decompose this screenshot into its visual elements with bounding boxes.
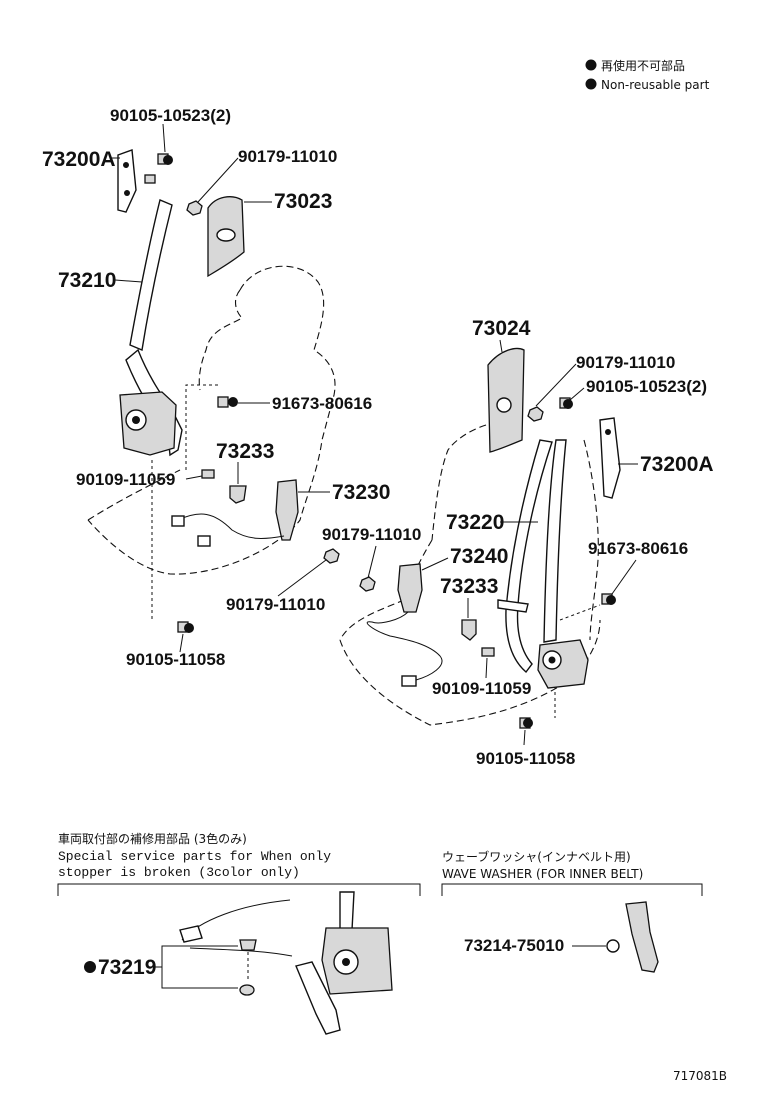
belt-webbing-lower-right [505, 439, 553, 674]
buckle-left [275, 479, 299, 541]
service-line1: Special service parts for When only [58, 849, 331, 864]
label-90179-11010-low-right: 90179-11010 [322, 525, 421, 544]
left-seat-outline [87, 265, 336, 620]
stopper-right [461, 619, 477, 641]
label-73233-right: 73233 [440, 575, 498, 598]
nut-icon [323, 548, 340, 564]
cover-slot-icon [216, 228, 236, 242]
inner-belt-icon [625, 901, 659, 973]
bolt-icon [201, 469, 215, 479]
non-reusable-marker-icon [84, 961, 96, 973]
service-parts-box: 車両取付部の補修用部品 (3色のみ) Special service parts… [57, 831, 421, 1035]
label-90179-11010-top-right: 90179-11010 [576, 353, 675, 372]
label-90179-11010-low-left: 90179-11010 [226, 595, 325, 614]
non-reusable-marker-icon [228, 397, 238, 407]
non-reusable-marker-icon [523, 718, 533, 728]
washer-title-jp: ウェーブワッシャ(インナベルト用) [442, 849, 631, 864]
buckle-wire-left [177, 513, 285, 539]
stopper-cap-icon [239, 939, 257, 951]
nut-icon [527, 406, 544, 422]
label-73230: 73230 [332, 481, 390, 504]
label-91673-80616-left: 91673-80616 [272, 394, 372, 413]
non-reusable-marker-icon [606, 595, 616, 605]
bolt-hole-icon [605, 429, 611, 435]
non-reusable-marker-icon [585, 59, 597, 71]
label-73214-75010: 73214-75010 [464, 936, 564, 955]
belt-webbing-left [129, 199, 173, 351]
spool-center-icon [342, 958, 350, 966]
label-90105-10523-right: 90105-10523(2) [586, 377, 707, 396]
tongue-right [497, 599, 529, 613]
label-90179-11010-top-left: 90179-11010 [238, 147, 337, 166]
wave-washer-icon [606, 939, 620, 953]
left-labels: 90105-10523(2) 73200A 90179-11010 73023 … [42, 106, 390, 669]
label-73200A-right: 73200A [640, 453, 714, 476]
wave-washer-box: ウェーブワッシャ(インナベルト用) WAVE WASHER (FOR INNER… [441, 849, 703, 973]
nut-icon [359, 576, 376, 592]
buckle-wire-right [366, 611, 443, 681]
label-73023: 73023 [274, 190, 332, 213]
belt-webbing-right [543, 439, 567, 643]
label-90105-11058-left: 90105-11058 [126, 650, 225, 669]
connector-icon [401, 675, 417, 687]
bolt-hole-icon [124, 190, 130, 196]
non-reusable-marker-icon [563, 399, 573, 409]
right-belt-assembly [359, 347, 621, 729]
bolt-icon [217, 396, 229, 408]
service-tongue [179, 925, 203, 943]
label-90105-10523-left: 90105-10523(2) [110, 106, 231, 125]
label-73233-left: 73233 [216, 440, 274, 463]
label-91673-80616-right: 91673-80616 [588, 539, 688, 558]
right-seat-outline [339, 424, 601, 726]
label-90105-11058-right: 90105-11058 [476, 749, 575, 768]
legend: 再使用不可部品 Non-reusable part [585, 58, 710, 92]
anchor-plate-left [117, 149, 137, 213]
bolt-hole-icon [123, 162, 129, 168]
label-73024: 73024 [472, 317, 531, 340]
diagram-id: 717081B [673, 1069, 727, 1083]
spool-center-icon [132, 416, 140, 424]
washer-title-en: WAVE WASHER (FOR INNER BELT) [442, 867, 643, 881]
non-reusable-marker-icon [184, 623, 194, 633]
label-90109-11059-right: 90109-11059 [432, 679, 531, 698]
buckle-right [397, 563, 423, 613]
label-90109-11059-left: 90109-11059 [76, 470, 175, 489]
nut-icon [186, 200, 203, 216]
retractor-left [119, 391, 177, 456]
service-line2: stopper is broken (3color only) [58, 865, 300, 880]
label-73210: 73210 [58, 269, 116, 292]
non-reusable-marker-icon [585, 78, 597, 90]
service-bracket [57, 883, 421, 896]
label-73240: 73240 [450, 545, 508, 568]
service-lower-webbing [295, 961, 341, 1035]
label-73200A-left: 73200A [42, 148, 116, 171]
non-reusable-marker-icon [163, 155, 173, 165]
service-title-jp: 車両取付部の補修用部品 (3色のみ) [58, 831, 247, 846]
service-webbing [339, 891, 355, 931]
stopper-left [229, 485, 247, 504]
label-73220: 73220 [446, 511, 504, 534]
anchor-plate-right [599, 417, 621, 499]
stopper-base-icon [239, 984, 255, 996]
left-belt-assembly [117, 149, 340, 633]
connector-icon [171, 515, 185, 527]
spool-center-icon [548, 656, 556, 664]
connector-icon [197, 535, 211, 547]
washer-bracket [441, 883, 703, 896]
legend-en: Non-reusable part [601, 78, 710, 92]
bolt-icon [481, 647, 495, 657]
right-labels: 73024 90179-11010 90105-10523(2) 73200A … [322, 317, 714, 768]
legend-jp: 再使用不可部品 [601, 58, 685, 73]
cover-slot-icon [496, 397, 512, 413]
bolt-icon [144, 174, 156, 184]
label-73219: 73219 [98, 956, 156, 979]
